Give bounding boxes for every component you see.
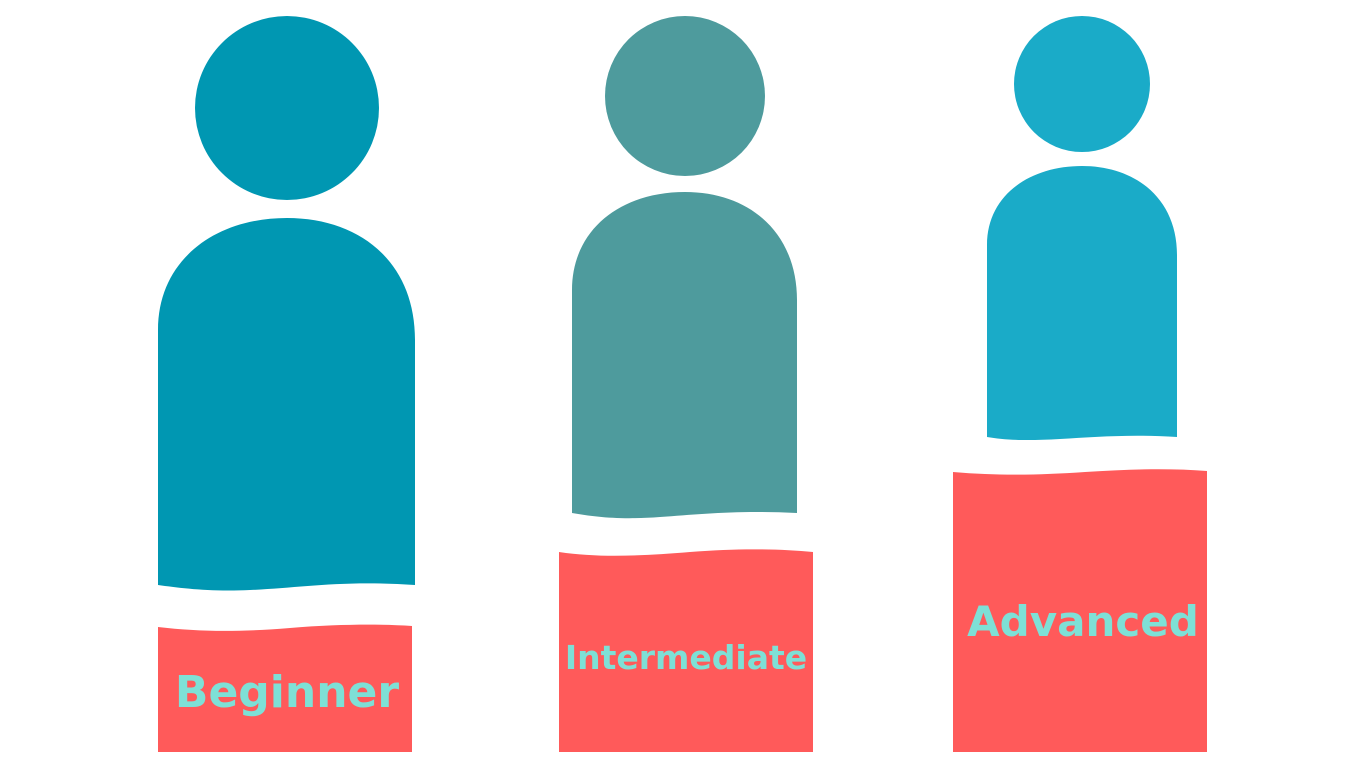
level-label: Intermediate bbox=[565, 638, 807, 677]
level-intermediate: Intermediate bbox=[559, 16, 813, 752]
person-head-icon bbox=[1014, 16, 1150, 152]
level-label: Beginner bbox=[175, 667, 399, 718]
person-body-icon bbox=[158, 218, 415, 591]
level-beginner: Beginner bbox=[158, 16, 415, 752]
pedestal bbox=[559, 549, 813, 752]
person-body-icon bbox=[572, 192, 797, 519]
level-advanced: Advanced bbox=[953, 16, 1207, 752]
person-head-icon bbox=[195, 16, 379, 200]
level-label: Advanced bbox=[967, 597, 1199, 646]
pedestal bbox=[158, 624, 412, 752]
person-head-icon bbox=[605, 16, 765, 176]
pedestal bbox=[953, 469, 1207, 752]
person-body-icon bbox=[987, 166, 1177, 441]
